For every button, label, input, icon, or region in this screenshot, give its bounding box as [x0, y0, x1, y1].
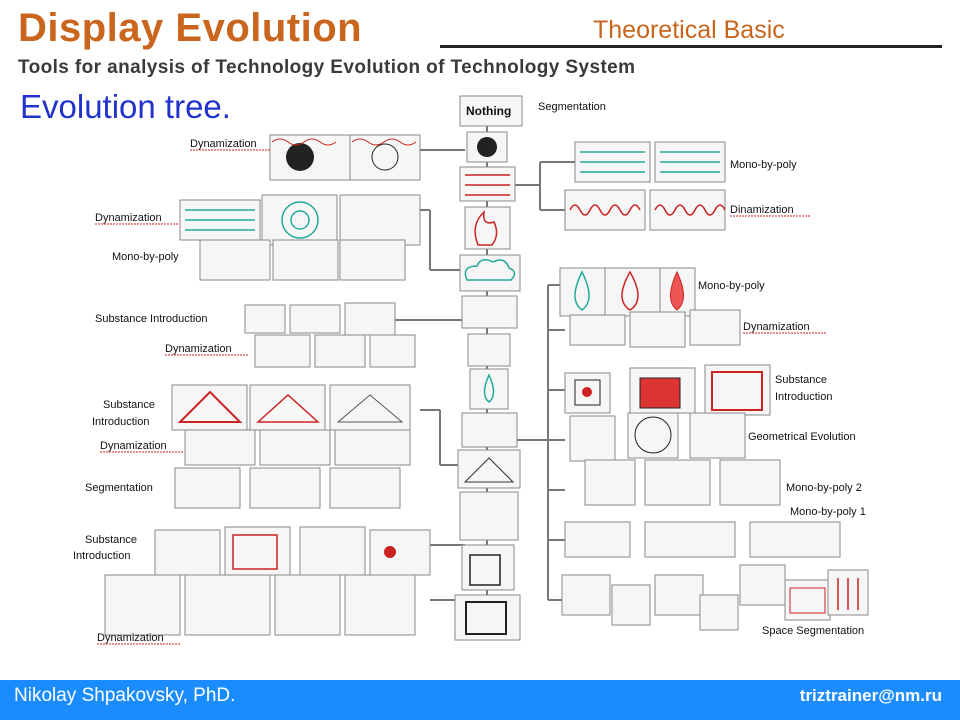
label-segmentation-top: Segmentation [538, 101, 606, 113]
nothing-label: Nothing [466, 104, 511, 118]
left-branches [104, 134, 431, 636]
nothing-box [459, 95, 523, 127]
slide-title: Display Evolution [18, 6, 363, 50]
label-geometrical-evolution: Geometrical Evolution [748, 431, 856, 443]
label-substance-r-a: Substance [775, 374, 827, 386]
label-mono-by-poly-r2: Mono-by-poly [698, 280, 765, 292]
label-dynamization-1: Dynamization [190, 138, 257, 150]
slide-badge: Theoretical Basic [593, 16, 785, 44]
label-dinamization-r1: Dinamization [730, 204, 794, 216]
title-rule [440, 45, 942, 48]
tree-labels: Segmentation Dynamization Dynamization M… [73, 101, 866, 645]
label-substance-3a: Substance [85, 534, 137, 546]
label-mono-by-poly-left: Mono-by-poly [112, 251, 179, 263]
footer-email: triztrainer@nm.ru [799, 686, 942, 705]
label-dynamization-5: Dynamization [97, 632, 164, 644]
label-mono-by-poly-2: Mono-by-poly 2 [786, 482, 862, 494]
footer-author: Nikolay Shpakovsky, PhD. [14, 685, 236, 706]
label-substance-2a: Substance [103, 399, 155, 411]
label-substance-r-b: Introduction [775, 391, 832, 403]
right-branches [559, 141, 869, 631]
label-dynamization-r2: Dynamization [743, 321, 810, 333]
label-space-segmentation: Space Segmentation [762, 625, 864, 637]
label-segmentation-left: Segmentation [85, 482, 153, 494]
evolution-tree-diagram: Nothing [73, 95, 869, 645]
label-substance-3b: Introduction [73, 550, 130, 562]
label-substance-introduction-1: Substance Introduction [95, 313, 208, 325]
label-mono-by-poly-1: Mono-by-poly 1 [790, 506, 866, 518]
section-title: Evolution tree. [20, 88, 231, 125]
slide-subtitle: Tools for analysis of Technology Evoluti… [18, 57, 636, 78]
label-dynamization-3: Dynamization [165, 343, 232, 355]
label-dynamization-2: Dynamization [95, 212, 162, 224]
footer-bar [0, 680, 960, 720]
label-substance-2b: Introduction [92, 416, 149, 428]
label-dynamization-4: Dynamization [100, 440, 167, 452]
label-mono-by-poly-r1: Mono-by-poly [730, 159, 797, 171]
center-column: Nothing [454, 95, 523, 641]
